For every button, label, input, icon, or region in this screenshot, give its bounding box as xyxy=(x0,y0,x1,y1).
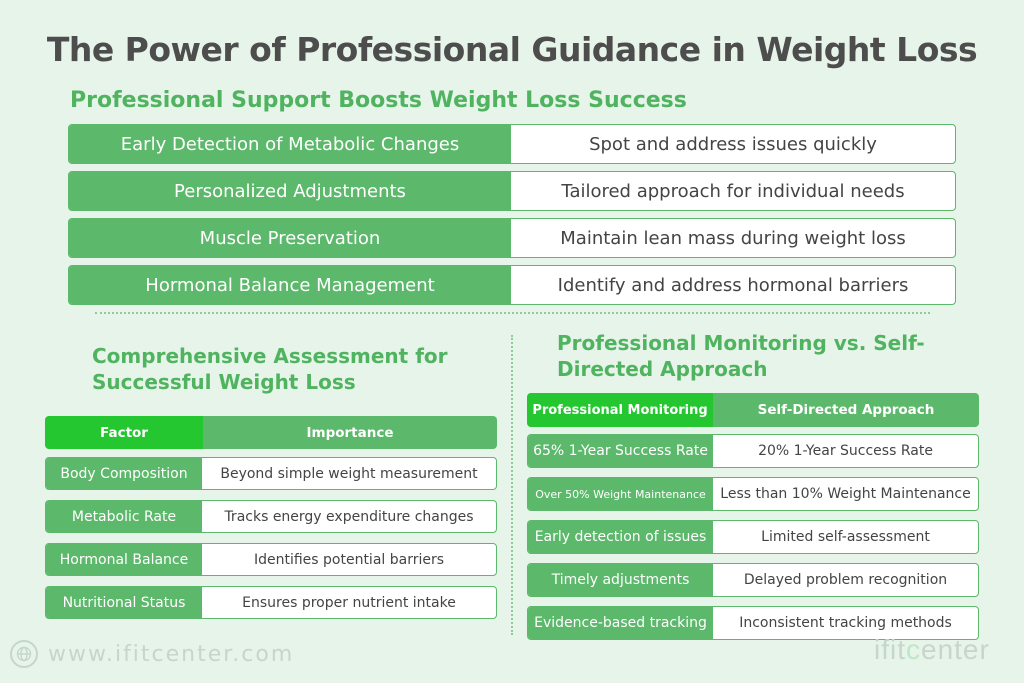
self-directed-cell: Limited self-assessment xyxy=(761,529,930,545)
importance-cell: Tracks energy expenditure changes xyxy=(224,508,474,525)
header-importance: Importance xyxy=(203,416,497,449)
assessment-table: Factor Importance Body Composition Beyon… xyxy=(45,416,497,629)
horizontal-divider xyxy=(95,312,930,314)
importance-cell: Beyond simple weight measurement xyxy=(220,465,478,482)
table-header: Factor Importance xyxy=(45,416,497,449)
table-row: Timely adjustments Delayed problem recog… xyxy=(527,563,979,597)
table-row: Nutritional Status Ensures proper nutrie… xyxy=(45,586,497,619)
factor-cell: Nutritional Status xyxy=(46,587,202,618)
table-row: Early Detection of Metabolic Changes Spo… xyxy=(68,124,956,164)
self-directed-cell: 20% 1-Year Success Rate xyxy=(758,443,933,459)
table-row: Personalized Adjustments Tailored approa… xyxy=(68,171,956,211)
table-row: Evidence-based tracking Inconsistent tra… xyxy=(527,606,979,640)
factor-cell: Body Composition xyxy=(46,458,202,489)
factor-cell: Hormonal Balance xyxy=(46,544,202,575)
self-directed-cell: Less than 10% Weight Maintenance xyxy=(720,486,971,502)
table-row: Hormonal Balance Management Identify and… xyxy=(68,265,956,305)
brand-logo: ifitcenter xyxy=(874,634,990,665)
professional-cell: 65% 1-Year Success Rate xyxy=(528,435,713,467)
benefit-description: Tailored approach for individual needs xyxy=(561,180,905,202)
professional-cell: Timely adjustments xyxy=(528,564,713,596)
website-url: www.ifitcenter.com xyxy=(48,641,295,667)
globe-icon xyxy=(10,640,38,668)
table-row: Hormonal Balance Identifies potential ba… xyxy=(45,543,497,576)
footer-website[interactable]: www.ifitcenter.com xyxy=(10,640,294,668)
page-title: The Power of Professional Guidance in We… xyxy=(46,30,978,69)
self-directed-cell: Inconsistent tracking methods xyxy=(739,615,952,631)
header-factor: Factor xyxy=(45,416,203,449)
benefit-label: Hormonal Balance Management xyxy=(69,266,511,304)
table-row: Metabolic Rate Tracks energy expenditure… xyxy=(45,500,497,533)
section-title-assessment: Comprehensive Assessment for Successful … xyxy=(92,344,448,394)
monitoring-comparison-table: Professional Monitoring Self-Directed Ap… xyxy=(527,393,979,649)
section-title-professional-support: Professional Support Boosts Weight Loss … xyxy=(70,88,687,113)
professional-cell: Over 50% Weight Maintenance xyxy=(528,478,713,510)
importance-cell: Identifies potential barriers xyxy=(253,551,445,568)
section-title-monitoring-comparison: Professional Monitoring vs. Self-Directe… xyxy=(557,331,925,381)
header-self-directed: Self-Directed Approach xyxy=(713,393,979,427)
table-row: Body Composition Beyond simple weight me… xyxy=(45,457,497,490)
benefit-label: Muscle Preservation xyxy=(69,219,511,257)
professional-cell: Evidence-based tracking xyxy=(528,607,713,639)
benefit-label: Early Detection of Metabolic Changes xyxy=(69,125,511,163)
factor-cell: Metabolic Rate xyxy=(46,501,202,532)
table-header: Professional Monitoring Self-Directed Ap… xyxy=(527,393,979,427)
importance-cell: Ensures proper nutrient intake xyxy=(242,594,456,611)
table-row: Over 50% Weight Maintenance Less than 10… xyxy=(527,477,979,511)
benefit-description: Spot and address issues quickly xyxy=(589,133,877,155)
table-row: Muscle Preservation Maintain lean mass d… xyxy=(68,218,956,258)
table-row: 65% 1-Year Success Rate 20% 1-Year Succe… xyxy=(527,434,979,468)
professional-cell: Early detection of issues xyxy=(528,521,713,553)
benefit-description: Maintain lean mass during weight loss xyxy=(560,227,906,249)
table-row: Early detection of issues Limited self-a… xyxy=(527,520,979,554)
benefit-description: Identify and address hormonal barriers xyxy=(557,274,909,296)
professional-support-table: Early Detection of Metabolic Changes Spo… xyxy=(68,124,956,312)
self-directed-cell: Delayed problem recognition xyxy=(743,572,948,588)
vertical-divider xyxy=(511,335,513,635)
header-professional: Professional Monitoring xyxy=(527,393,713,427)
benefit-label: Personalized Adjustments xyxy=(69,172,511,210)
